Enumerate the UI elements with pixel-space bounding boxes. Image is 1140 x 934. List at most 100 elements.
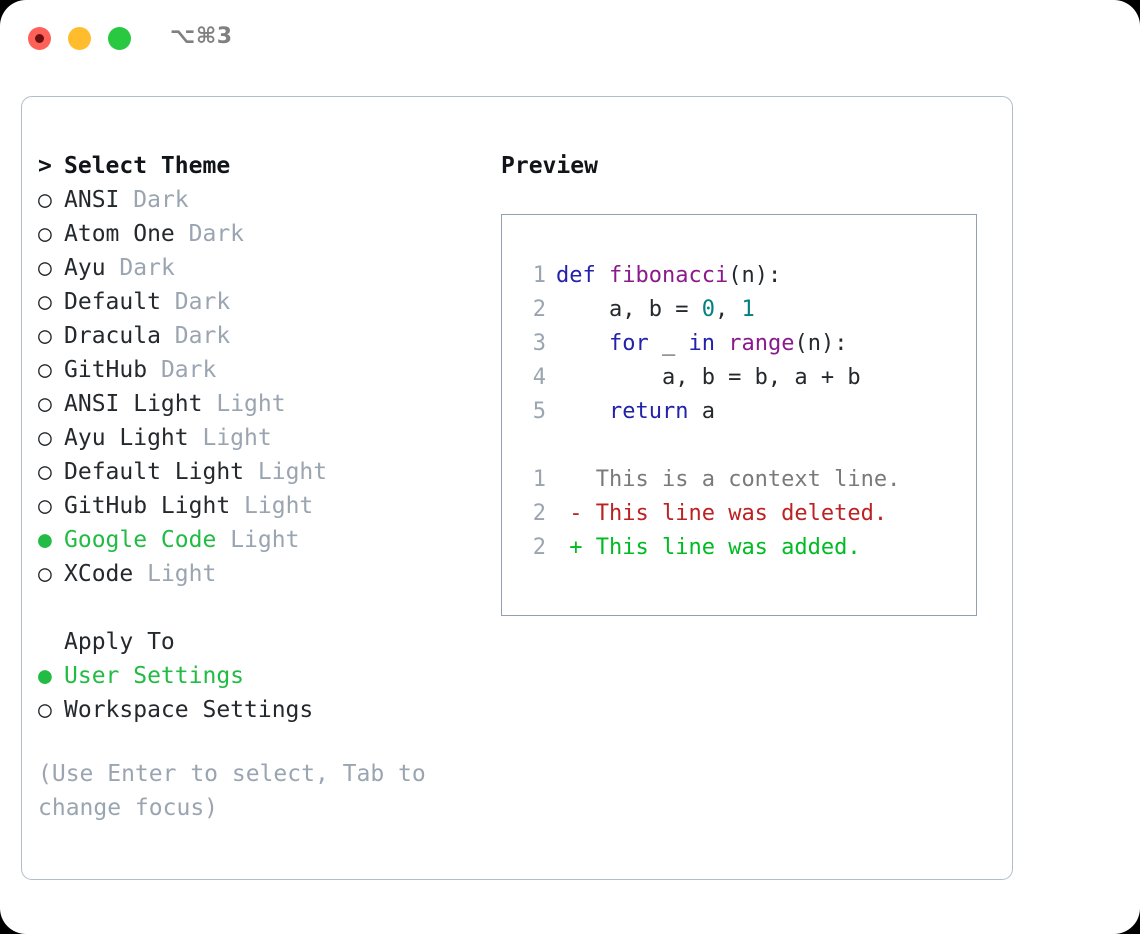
theme-option-row[interactable]: ○ ANSI Dark [38,183,498,217]
theme-option-gap [106,255,120,281]
radio-unselected-icon[interactable]: ○ [38,221,52,247]
theme-option-tag: Dark [188,221,245,247]
theme-option-tag: Light [230,527,300,553]
close-button-icon[interactable] [28,27,51,50]
radio-unselected-icon[interactable]: ○ [38,187,52,213]
theme-option-row[interactable]: ● Google Code Light [38,523,498,557]
diff-text: This line was added. [582,535,861,560]
theme-option-name: GitHub Light [64,493,231,519]
theme-option-row[interactable]: ○GitHub Dark [38,353,498,387]
apply-to-heading-indent [38,625,64,659]
radio-unselected-icon[interactable]: ○ [38,255,52,281]
theme-option-row[interactable]: ○ GitHub Light Light [38,489,498,523]
apply-to-heading: Apply To [38,625,498,659]
diff-sample-block: 1 This is a context line.2 - This line w… [520,463,970,565]
theme-option-tag: Light [244,493,314,519]
radio-selected-icon[interactable]: ● [38,527,52,553]
minimize-button-icon[interactable] [68,27,91,50]
theme-option-name: Default [64,289,161,315]
theme-option-tag: Light [147,561,217,587]
theme-option-row[interactable]: ○Default Light Light [38,455,498,489]
theme-option-row[interactable]: ○ Atom One Dark [38,217,498,251]
theme-option-tag: Light [257,459,328,485]
diff-sign: + [556,535,583,560]
theme-option-gap [230,493,244,519]
theme-option-row[interactable]: ○ Default Dark [38,285,498,319]
theme-option-gap [189,425,203,451]
radio-unselected-icon[interactable]: ○ [38,697,52,723]
code-line: 4 a, b = b, a + b [520,361,970,395]
code-token: (n): [728,263,782,288]
theme-option-tag: Dark [160,357,217,383]
maximize-button-icon[interactable] [108,27,131,50]
code-token: in [688,331,715,356]
diff-line-number: 2 [532,535,546,560]
diff-line-number: 2 [532,501,546,526]
radio-unselected-icon[interactable]: ○ [38,323,52,349]
radio-unselected-icon[interactable]: ○ [38,391,52,417]
theme-option-row[interactable]: ○Ayu Dark [38,251,498,285]
code-token: _ [648,331,689,356]
theme-options-list[interactable]: ○ANSI Dark○Atom One Dark○Ayu Dark○Defaul… [38,183,498,591]
code-token [556,331,609,356]
code-token: def [556,263,609,288]
theme-option-gap [244,459,258,485]
theme-option-gap [161,289,175,315]
code-token: a, b = b, a + b [556,365,861,390]
diff-line: 2 - This line was deleted. [520,497,970,531]
radio-unselected-icon[interactable]: ○ [38,561,52,587]
theme-option-row[interactable]: ○Dracula Dark [38,319,498,353]
theme-list-heading: >Select Theme [38,149,498,183]
code-token: return [608,399,689,424]
theme-option-gap [133,561,147,587]
theme-option-tag: Dark [174,289,231,315]
radio-unselected-icon[interactable]: ○ [38,425,52,451]
radio-unselected-icon[interactable]: ○ [38,459,52,485]
theme-option-gap [147,357,161,383]
code-token: a [688,399,715,424]
radio-unselected-icon[interactable]: ○ [38,357,52,383]
code-line-number: 3 [532,331,546,356]
code-token [556,399,609,424]
theme-option-name: ANSI [64,187,120,213]
radio-selected-icon[interactable]: ● [38,663,52,689]
theme-option-name: Google Code [64,527,217,553]
code-line-number: 2 [532,297,546,322]
code-line-number: 4 [532,365,546,390]
title-bar: ⌥⌘3 [0,0,1140,76]
theme-list-column: >Select Theme ○ANSI Dark○Atom One Dark○A… [38,149,498,825]
theme-option-row[interactable]: ○XCode Light [38,557,498,591]
theme-option-row[interactable]: ○ANSI Light Light [38,387,498,421]
code-token: 0 [701,297,715,322]
apply-to-option-row[interactable]: ○ Workspace Settings [38,693,498,727]
radio-unselected-icon[interactable]: ○ [38,289,52,315]
theme-list-heading-label: Select Theme [64,153,231,179]
code-line-number: 5 [532,399,546,424]
code-line-number: 1 [532,263,546,288]
diff-line-number: 1 [532,467,546,492]
theme-option-gap [161,323,175,349]
code-line: 5 return a [520,395,970,429]
apply-to-option-name: User Settings [64,663,245,689]
theme-option-tag: Dark [133,187,189,213]
theme-option-tag: Dark [119,255,175,281]
apply-to-options-list[interactable]: ● User Settings ○ Workspace Settings [38,659,498,727]
code-token: , [714,297,742,322]
theme-option-tag: Dark [174,323,231,349]
diff-line: 1 This is a context line. [520,463,970,497]
apply-to-option-row[interactable]: ● User Settings [38,659,498,693]
theme-picker-panel: >Select Theme ○ANSI Dark○Atom One Dark○A… [21,96,1013,880]
diff-sign [556,467,583,492]
radio-unselected-icon[interactable]: ○ [38,493,52,519]
theme-option-row[interactable]: ○Ayu Light Light [38,421,498,455]
code-line: 3 for _ in range(n): [520,327,970,361]
diff-sign: - [556,501,583,526]
theme-option-name: Atom One [64,221,175,247]
apply-to-option-name: Workspace Settings [64,697,314,723]
